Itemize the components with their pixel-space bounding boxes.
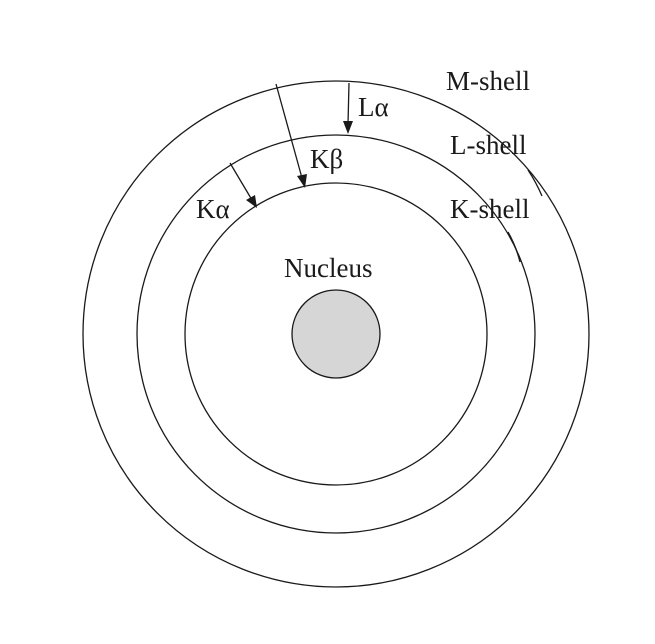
m-shell-circle [82, 80, 590, 588]
k-beta-arrow [275, 83, 303, 179]
l-shell-circle [136, 134, 536, 534]
l-alpha-arrow [347, 82, 350, 125]
nucleus-label: Nucleus [284, 253, 372, 283]
m-shell-label: M-shell [446, 66, 530, 96]
k-shell-label: K-shell [450, 194, 529, 224]
l-alpha-arrowhead [343, 121, 353, 134]
k-shell-circle [184, 182, 488, 486]
k-alpha-label: Kα [196, 194, 230, 224]
l-shell-label: L-shell [450, 130, 526, 160]
l-shell-leader [527, 169, 543, 197]
l-alpha-label: Lα [358, 92, 389, 122]
nucleus-circle [291, 289, 381, 379]
k-beta-arrowhead [297, 174, 307, 188]
k-alpha-arrowhead [246, 195, 257, 208]
k-beta-label: Kβ [310, 144, 343, 174]
k-shell-leader [507, 231, 521, 263]
k-alpha-arrow [229, 162, 253, 201]
